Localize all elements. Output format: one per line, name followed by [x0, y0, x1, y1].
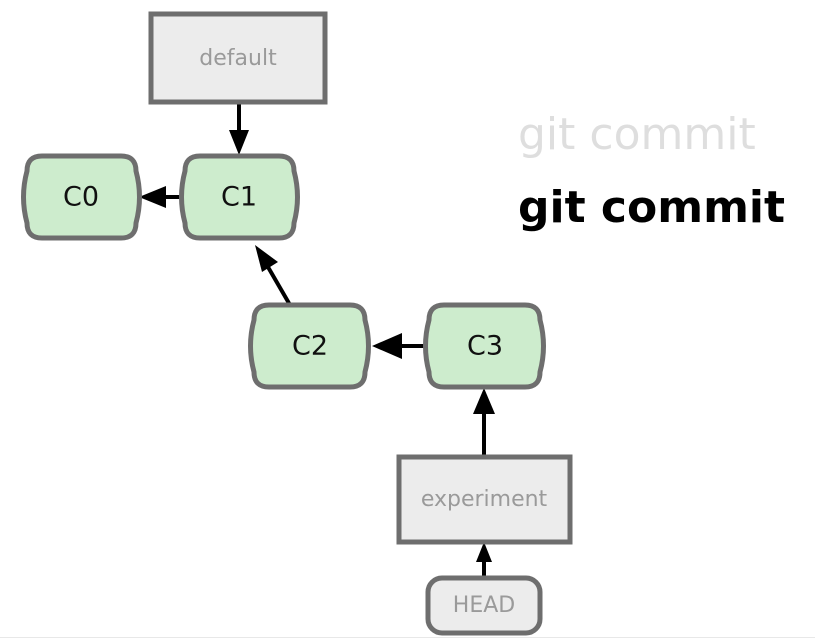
- commit-node-c1[interactable]: C1: [179, 153, 300, 241]
- edge-default-to-c1: [229, 102, 249, 155]
- commit-node-c2[interactable]: C2: [248, 302, 371, 390]
- ref-box-head[interactable]: HEAD: [425, 575, 543, 636]
- edge-c3-to-c2: [372, 333, 427, 359]
- ref-label-default: default: [199, 46, 277, 71]
- caption-git-commit-faded: git commit: [518, 109, 756, 160]
- commit-label-c0: C0: [63, 182, 99, 213]
- commit-node-c0[interactable]: C0: [21, 153, 142, 241]
- commit-label-c2: C2: [292, 331, 328, 362]
- edge-experiment-to-c3: [473, 388, 495, 457]
- edge-c2-to-c1: [255, 245, 292, 307]
- caption-git-commit-bold: git commit: [518, 182, 785, 233]
- commit-label-c1: C1: [221, 182, 257, 213]
- ref-box-experiment[interactable]: experiment: [396, 454, 573, 545]
- ref-label-experiment: experiment: [421, 487, 548, 512]
- ref-label-head: HEAD: [453, 593, 515, 618]
- commit-label-c3: C3: [467, 331, 503, 362]
- commit-node-c3[interactable]: C3: [423, 302, 546, 390]
- ref-box-default[interactable]: default: [148, 11, 328, 105]
- edge-c1-to-c0: [139, 186, 184, 208]
- edge-head-to-experiment: [476, 542, 492, 578]
